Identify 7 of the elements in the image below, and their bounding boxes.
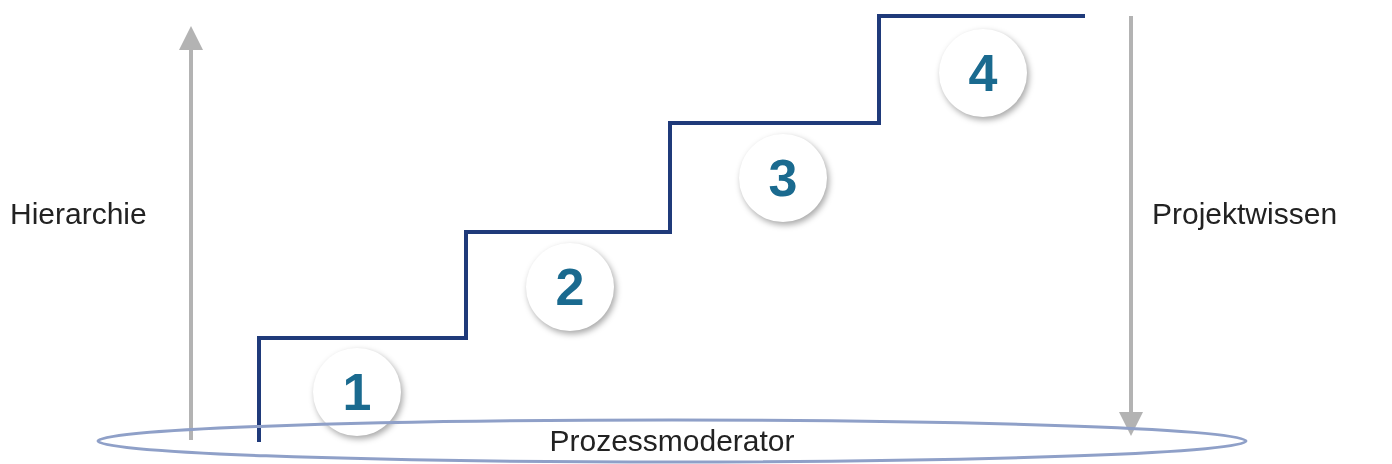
oval-ring	[96, 418, 1248, 464]
axis-label: Hierarchie	[10, 197, 147, 231]
step-number-badge: 3	[739, 134, 827, 222]
axis-label: Projektwissen	[1152, 197, 1338, 231]
step-number-badge: 1	[313, 348, 401, 436]
step-number-badge: 2	[526, 243, 614, 331]
step-number-badge: 4	[939, 29, 1027, 117]
